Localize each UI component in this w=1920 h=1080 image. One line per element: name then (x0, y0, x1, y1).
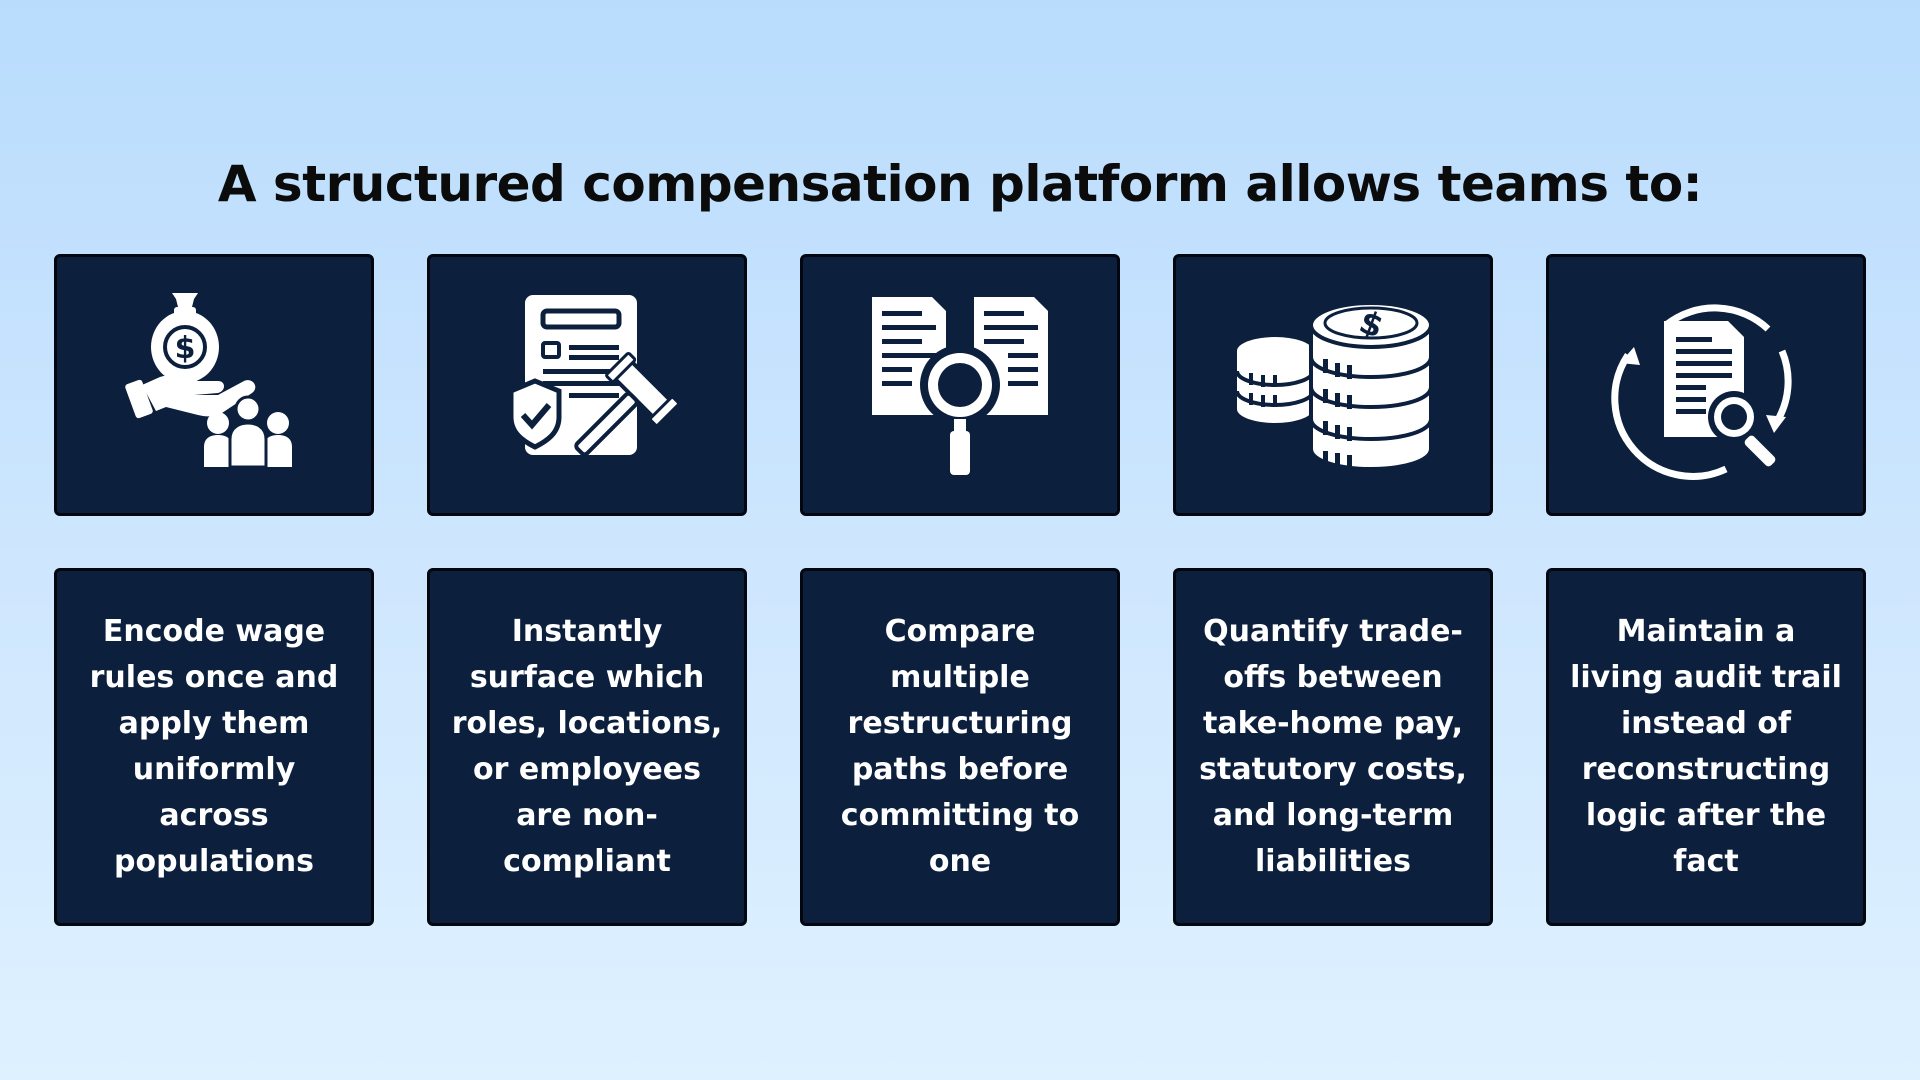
tile-text-2: Instantly surface which roles, locations… (451, 614, 723, 879)
tile-text-3: Compare multiple restructuring paths bef… (840, 614, 1080, 879)
icon-tile-5 (1546, 254, 1866, 516)
text-tile-5: Maintain a living audit trail instead of… (1546, 568, 1866, 926)
coin-stacks-icon: $ (1235, 301, 1433, 472)
money-bag-hand-people-icon: $ (125, 293, 292, 469)
icon-tile-4: $ (1173, 254, 1493, 516)
text-row: Encode wage rules once and apply them un… (54, 568, 1866, 926)
tile-text-1: Encode wage rules once and apply them un… (89, 614, 339, 879)
text-tile-1: Encode wage rules once and apply them un… (54, 568, 374, 926)
document-search-cycle-icon (1611, 304, 1792, 480)
icon-tile-2 (427, 254, 747, 516)
text-tile-4: Quantify trade-offs between take-home pa… (1173, 568, 1493, 926)
icon-row: $ (54, 254, 1866, 516)
svg-text:$: $ (175, 331, 196, 366)
icon-tile-3 (800, 254, 1120, 516)
page-title: A structured compensation platform allow… (217, 155, 1703, 213)
text-tile-3: Compare multiple restructuring paths bef… (800, 568, 1120, 926)
icon-tile-1: $ (54, 254, 374, 516)
documents-magnifier-icon (872, 297, 1048, 475)
tile-text-5: Maintain a living audit trail instead of… (1570, 614, 1842, 879)
text-tile-2: Instantly surface which roles, locations… (427, 568, 747, 926)
tile-text-4: Quantify trade-offs between take-home pa… (1199, 614, 1467, 879)
policy-document-gavel-icon (508, 295, 680, 457)
